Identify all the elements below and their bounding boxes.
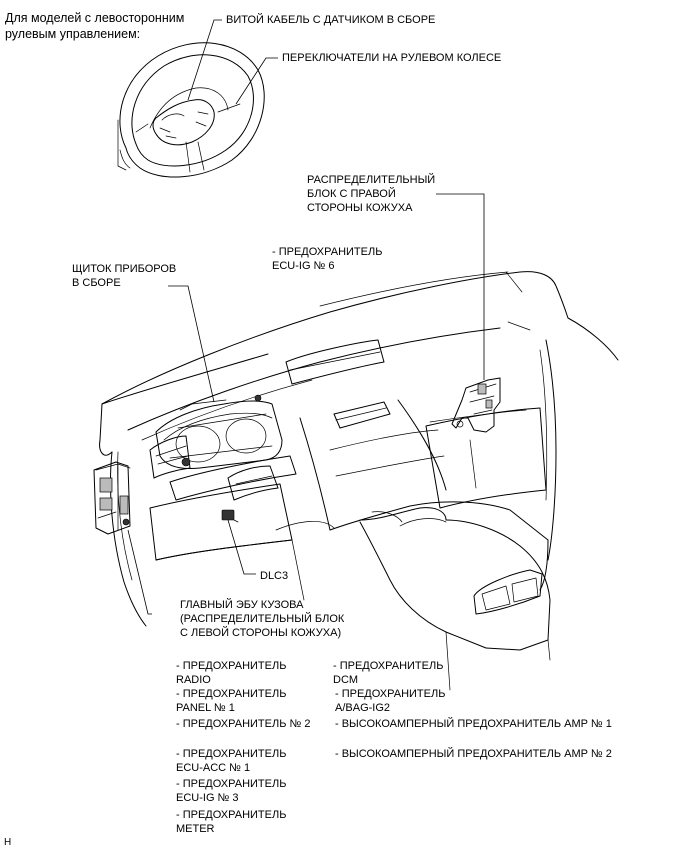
right-fuse-ecu-ig6-label: - ПРЕДОХРАНИТЕЛЬ ECU-IG № 6	[272, 246, 383, 272]
fuse-ecu-ig3-label: - ПРЕДОХРАНИТЕЛЬ ECU-IG № 3	[176, 778, 287, 804]
fuse-amp2-label: - ВЫСОКОАМПЕРНЫЙ ПРЕДОХРАНИТЕЛЬ AMP № 2	[335, 748, 612, 760]
lhd-note: Для моделей с левосторонним рулевым упра…	[5, 11, 185, 41]
steering-switches-label: ПЕРЕКЛЮЧАТЕЛИ НА РУЛЕВОМ КОЛЕСЕ	[282, 52, 502, 64]
fuse-radio-label: - ПРЕДОХРАНИТЕЛЬ RADIO	[176, 660, 287, 686]
fuse-dcm-label: - ПРЕДОХРАНИТЕЛЬ DCM	[333, 660, 444, 686]
figure-code: H	[4, 837, 12, 848]
instrument-cluster-label: ЩИТОК ПРИБОРОВ В СБОРЕ	[72, 263, 177, 289]
main-body-ecu-label: ГЛАВНЫЙ ЭБУ КУЗОВА (РАСПРЕДЕЛИТЕЛЬНЫЙ БЛ…	[180, 599, 345, 639]
fuse-ecu-acc1-label: - ПРЕДОХРАНИТЕЛЬ ECU-ACC № 1	[176, 748, 287, 774]
right-junction-block-label: РАСПРЕДЕЛИТЕЛЬНЫЙ БЛОК С ПРАВОЙ СТОРОНЫ …	[307, 174, 436, 214]
fuse-amp1-label: - ВЫСОКОАМПЕРНЫЙ ПРЕДОХРАНИТЕЛЬ AMP № 1	[335, 718, 612, 730]
fuse-no2-label: - ПРЕДОХРАНИТЕЛЬ № 2	[176, 718, 311, 730]
leader-lines	[127, 19, 485, 615]
spiral-cable-label: ВИТОЙ КАБЕЛЬ С ДАТЧИКОМ В СБОРЕ	[226, 14, 436, 26]
main-body-ecu-drawing	[93, 461, 131, 535]
fuse-abag-ig2-label: - ПРЕДОХРАНИТЕЛЬ A/BAG-IG2	[335, 688, 446, 714]
right-junction-block-drawing	[451, 377, 501, 433]
steering-wheel-drawing	[117, 42, 265, 178]
instrument-cluster-drawing	[155, 394, 283, 469]
fuse-meter-label: - ПРЕДОХРАНИТЕЛЬ METER	[176, 809, 287, 835]
fuse-panel1-label: - ПРЕДОХРАНИТЕЛЬ PANEL № 1	[176, 688, 287, 714]
dashboard-drawing	[99, 271, 619, 691]
dlc3-label: DLC3	[260, 570, 289, 582]
